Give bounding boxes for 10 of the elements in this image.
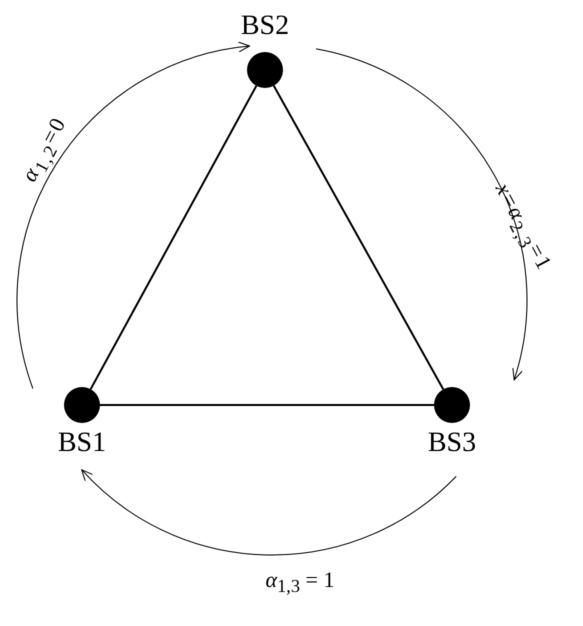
- station-label: BS1: [58, 427, 106, 459]
- link-line: [90, 85, 258, 390]
- curved-arrow: [81, 469, 457, 556]
- station-label: BS2: [240, 10, 290, 42]
- link-line: [272, 85, 444, 390]
- curved-arrow: [16, 42, 250, 390]
- station-label: BS3: [428, 427, 476, 459]
- link-line: [100, 404, 434, 406]
- curved-arrow: [316, 48, 528, 380]
- edge-label: α$_{1,3}$ = 1: [266, 566, 334, 598]
